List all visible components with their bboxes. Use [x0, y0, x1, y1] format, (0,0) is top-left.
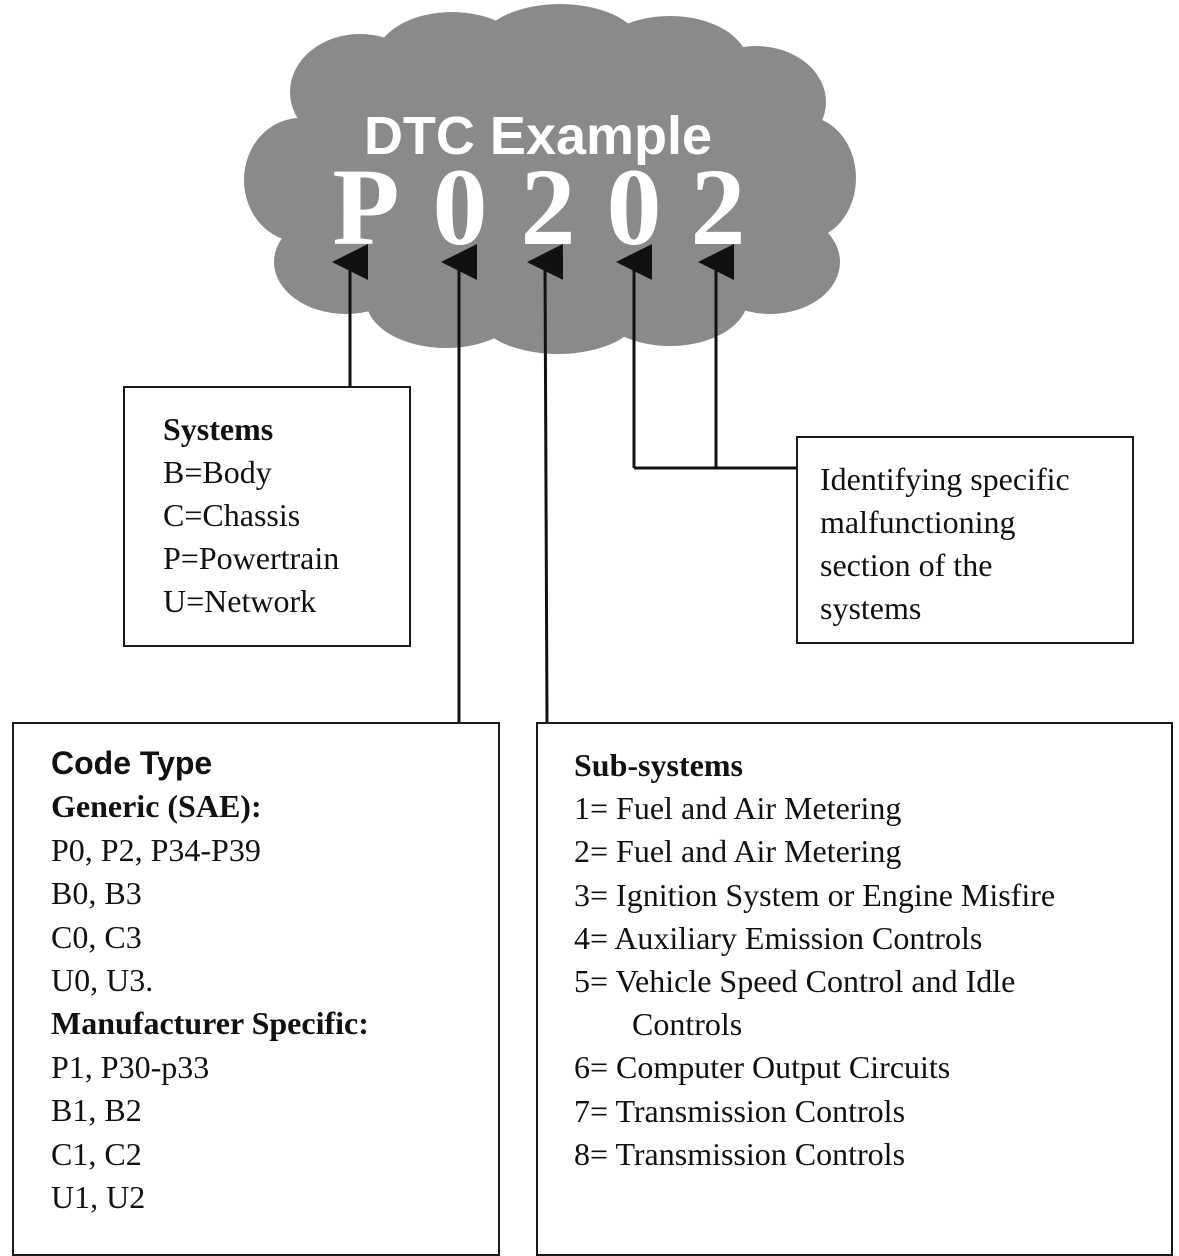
arrow-subsystems	[527, 243, 564, 723]
subsystems-box: Sub-systems 1= Fuel and Air Metering 2= …	[536, 722, 1173, 1256]
subsystem-item: 8= Transmission Controls	[574, 1135, 906, 1172]
code-char-section-2: 2	[691, 146, 746, 268]
subsystem-item-continuation: Controls	[632, 1006, 743, 1043]
specific-section-box: Identifying specific malfunctioning sect…	[796, 436, 1134, 644]
systems-item: B=Body	[163, 454, 272, 490]
generic-item: P0, P2, P34-P39	[51, 831, 261, 868]
code-type-box: Code Type Generic (SAE): P0, P2, P34-P39…	[12, 722, 500, 1256]
specific-line: section of the	[820, 547, 993, 583]
cloud-title: DTC Example	[364, 106, 712, 166]
manufacturer-heading: Manufacturer Specific:	[51, 1005, 369, 1042]
systems-item: P=Powertrain	[163, 540, 340, 576]
specific-line: malfunctioning	[820, 504, 1016, 540]
subsystem-item: 6= Computer Output Circuits	[574, 1049, 951, 1086]
subsystem-item: 1= Fuel and Air Metering	[574, 790, 902, 827]
manufacturer-item: C1, C2	[51, 1135, 142, 1172]
code-char-subsystem: 2	[521, 146, 576, 268]
systems-item: U=Network	[163, 583, 317, 619]
systems-item: C=Chassis	[163, 497, 301, 533]
subsystem-item: 2= Fuel and Air Metering	[574, 833, 902, 870]
code-char-system: P	[332, 146, 399, 268]
subsystem-item: 3= Ignition System or Engine Misfire	[574, 876, 1056, 913]
generic-item: C0, C3	[51, 918, 142, 955]
subsystem-item: 4= Auxiliary Emission Controls	[574, 919, 983, 956]
manufacturer-item: B1, B2	[51, 1092, 142, 1129]
specific-line: systems	[820, 590, 922, 626]
generic-item: B0, B3	[51, 875, 142, 912]
code-char-section-1: 0	[607, 146, 662, 268]
subsystem-item: 7= Transmission Controls	[574, 1092, 906, 1129]
manufacturer-item: P1, P30-p33	[51, 1048, 210, 1085]
subsystem-item: 5= Vehicle Speed Control and Idle	[574, 963, 1016, 1000]
systems-box: Systems B=Body C=Chassis P=Powertrain U=…	[123, 386, 411, 647]
specific-line: Identifying specific	[820, 461, 1070, 497]
subsystems-heading: Sub-systems	[574, 747, 743, 783]
code-type-heading: Code Type	[51, 745, 213, 781]
generic-item: U0, U3.	[51, 962, 154, 999]
code-char-code-type: 0	[433, 146, 488, 268]
systems-heading: Systems	[163, 411, 274, 447]
generic-heading: Generic (SAE):	[51, 788, 262, 825]
manufacturer-item: U1, U2	[51, 1179, 146, 1216]
